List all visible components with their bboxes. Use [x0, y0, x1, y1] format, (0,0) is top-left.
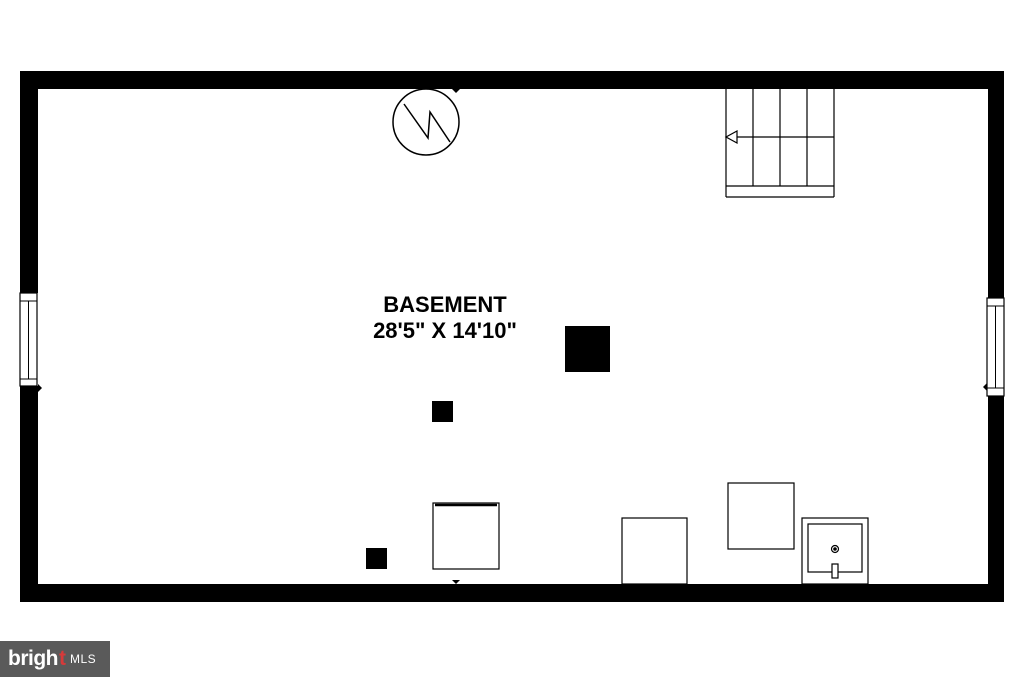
appliance-box-center [621, 517, 688, 585]
room-label: BASEMENT 28'5" X 14'10" [330, 292, 560, 344]
appliance-box-right [727, 482, 795, 550]
wall-marker-bottom [452, 580, 460, 584]
window-right [986, 297, 1005, 397]
structural-column-large [565, 326, 610, 372]
wall-marker-top [452, 89, 460, 93]
structural-post-bottom [366, 548, 387, 569]
appliance-box-left [432, 502, 500, 570]
watermark-brand: brigh [8, 647, 59, 670]
wall-marker-left [38, 384, 42, 392]
utility-sink-icon [801, 517, 869, 585]
water-heater-icon [392, 88, 460, 156]
room-name: BASEMENT [383, 292, 507, 317]
stairs-icon [724, 89, 835, 198]
watermark-dot: t [59, 647, 66, 670]
structural-post-middle [432, 401, 453, 422]
watermark-mls: MLS [70, 652, 97, 666]
window-left [19, 292, 38, 387]
wall-marker-right [983, 383, 987, 391]
floor-area [38, 89, 988, 584]
room-dimensions: 28'5" X 14'10" [373, 318, 517, 343]
